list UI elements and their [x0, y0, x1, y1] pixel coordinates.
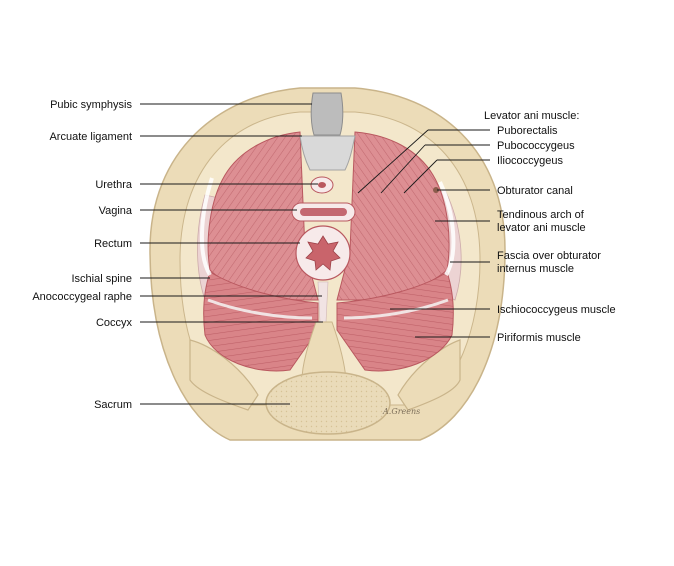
- vagina-shape: [291, 202, 356, 222]
- label-fascia-obturator-line1: Fascia over obturator: [497, 250, 601, 262]
- label-vagina: Vagina: [99, 205, 133, 217]
- label-piriformis: Piriformis muscle: [497, 332, 581, 344]
- obturator-canal-shape: [433, 187, 439, 193]
- label-iliococcygeus: Iliococcygeus: [497, 155, 564, 167]
- label-ischial-spine: Ischial spine: [71, 273, 132, 285]
- label-ischiococcygeus: Ischiococcygeus muscle: [497, 304, 616, 316]
- leader-lines: [140, 103, 490, 405]
- label-coccyx: Coccyx: [96, 317, 133, 329]
- label-levator-ani-heading: Levator ani muscle:: [484, 110, 579, 122]
- label-anococcygeal-raphe: Anococcygeal raphe: [32, 291, 132, 303]
- tendinous-arch: [199, 177, 456, 277]
- sacrum-shape: [265, 371, 391, 435]
- label-tendinous-arch-line1: Tendinous arch of: [497, 209, 585, 221]
- artist-signature: A.Greens: [382, 407, 420, 416]
- label-pubic-symphysis: Pubic symphysis: [50, 99, 132, 111]
- urethra-shape: [310, 176, 334, 194]
- anococcygeal-raphe-shape: [317, 281, 329, 323]
- label-fascia-obturator-line2: internus muscle: [497, 263, 574, 275]
- label-pubococcygeus: Pubococcygeus: [497, 140, 575, 152]
- label-arcuate-ligament: Arcuate ligament: [49, 131, 132, 143]
- label-rectum: Rectum: [94, 238, 132, 250]
- levator-ani-muscle: [207, 131, 450, 301]
- rectum-shape: [295, 225, 351, 281]
- label-tendinous-arch-line2: levator ani muscle: [497, 222, 586, 234]
- ischiococcygeus-piriformis: [203, 271, 454, 372]
- pubic-symphysis-shape: [310, 92, 344, 136]
- label-sacrum: Sacrum: [94, 399, 132, 411]
- label-obturator-canal: Obturator canal: [497, 185, 573, 197]
- ischial-bones: [189, 339, 461, 411]
- label-puborectalis: Puborectalis: [497, 125, 558, 137]
- arcuate-ligament-shape: [299, 135, 356, 171]
- label-urethra: Urethra: [95, 179, 133, 191]
